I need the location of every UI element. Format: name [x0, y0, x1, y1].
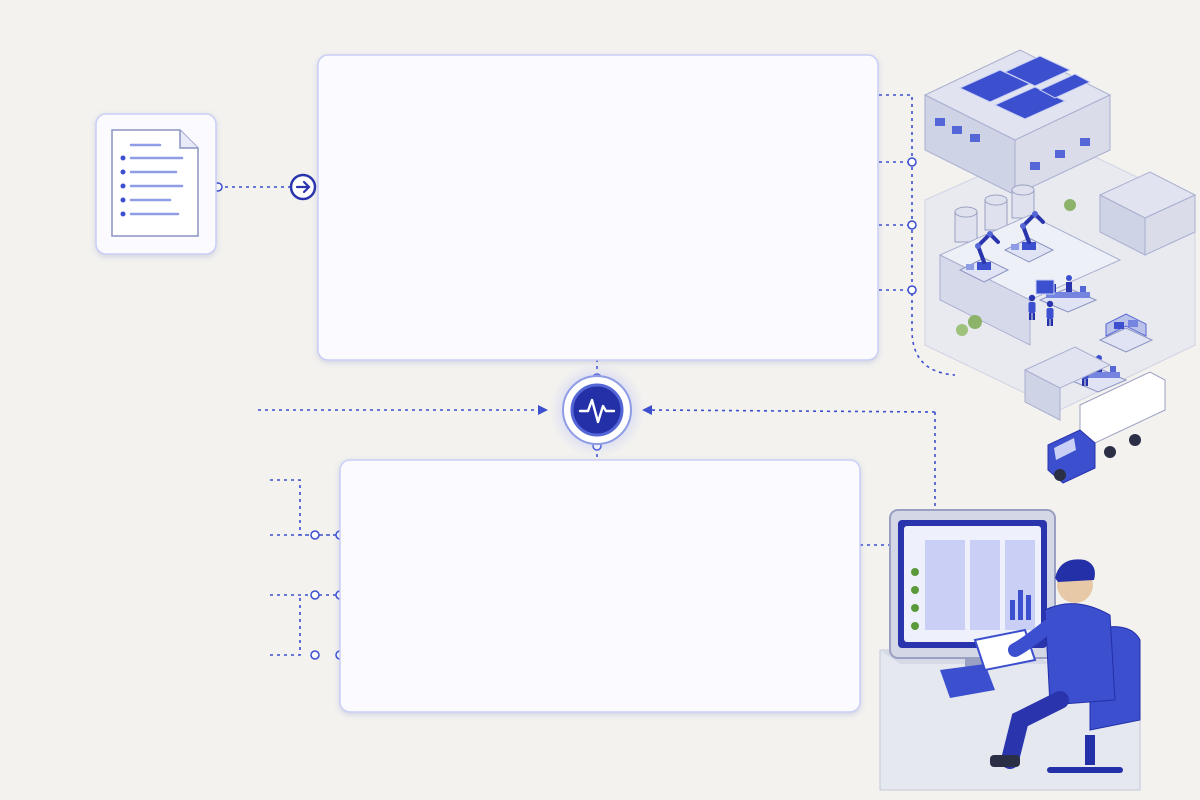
top-schedule-panel — [317, 54, 879, 361]
stack-to-dashboard-connectors — [270, 479, 340, 656]
heartbeat-icon — [578, 398, 616, 424]
bottom-dashboard-panel — [339, 459, 861, 713]
operator-desk-icon — [879, 509, 1141, 791]
arrow-right-circle-icon[interactable] — [289, 173, 317, 201]
factory-to-hub-connector — [649, 409, 936, 413]
schedule-to-factory-connector — [865, 94, 956, 376]
monitor-hub[interactable] — [549, 362, 645, 458]
factory-isometric-icon — [923, 49, 1197, 484]
document-icon — [111, 129, 199, 237]
